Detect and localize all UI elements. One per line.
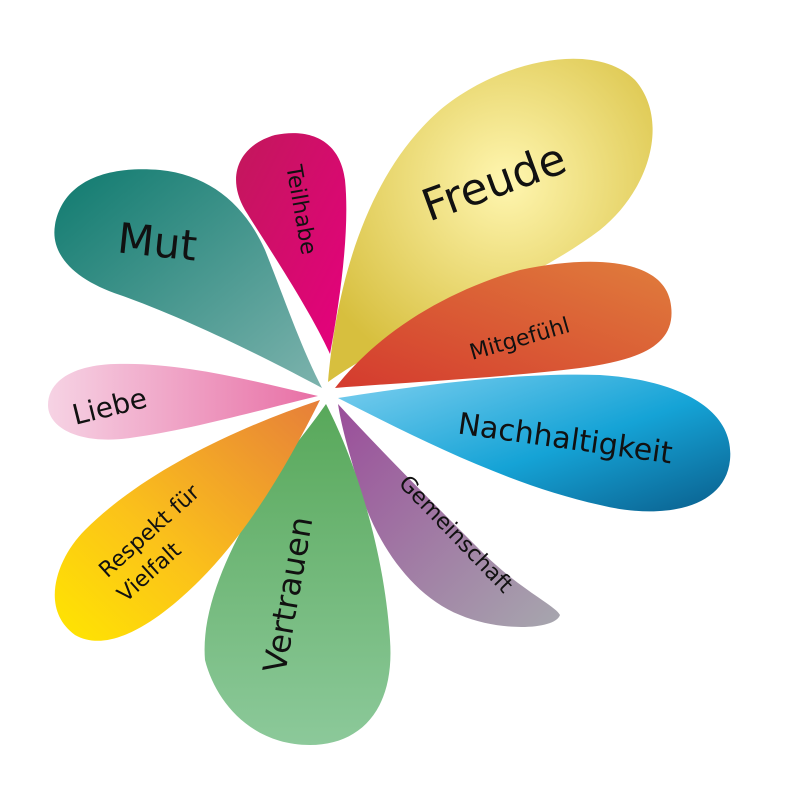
petal-mut xyxy=(54,169,323,388)
petal-gemeinschaft xyxy=(338,404,560,628)
petal-mitgefuehl xyxy=(335,261,672,388)
petal-liebe xyxy=(48,363,318,440)
petal-freude xyxy=(328,58,653,382)
label-mut: Mut xyxy=(115,214,199,271)
petal-teilhabe xyxy=(236,133,347,354)
petal-vertrauen xyxy=(204,404,391,745)
petal-respekt xyxy=(54,400,321,641)
petal-nachhaltigkeit xyxy=(338,374,731,512)
